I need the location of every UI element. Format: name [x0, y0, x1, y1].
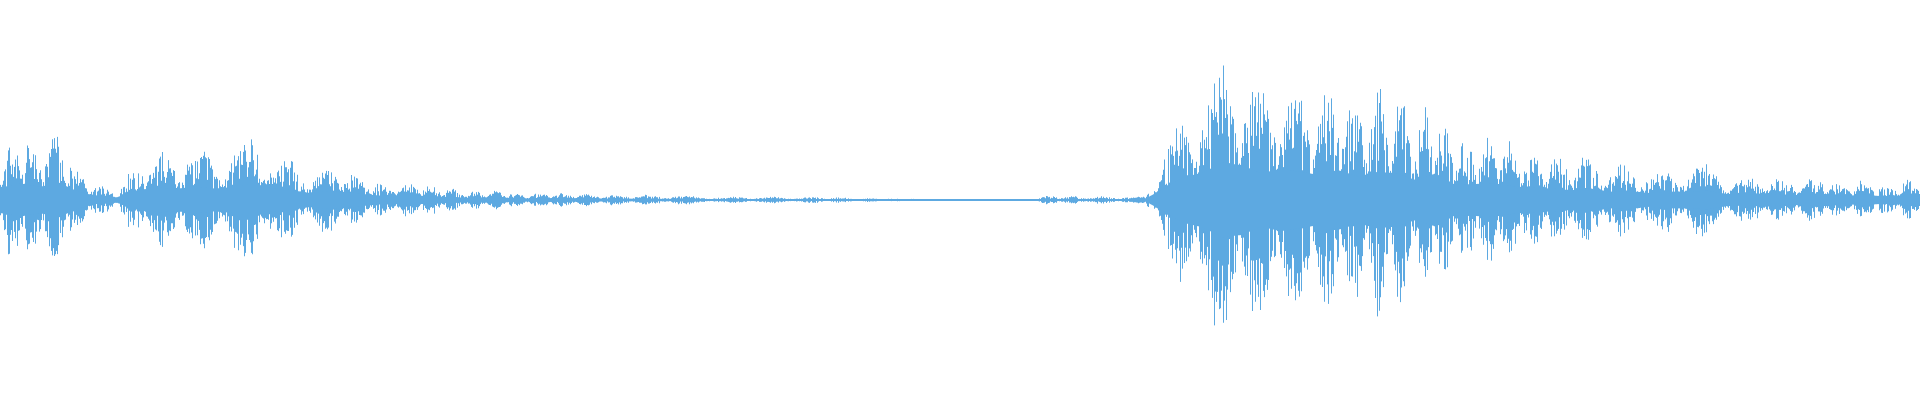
- waveform-samples: [0, 65, 1920, 326]
